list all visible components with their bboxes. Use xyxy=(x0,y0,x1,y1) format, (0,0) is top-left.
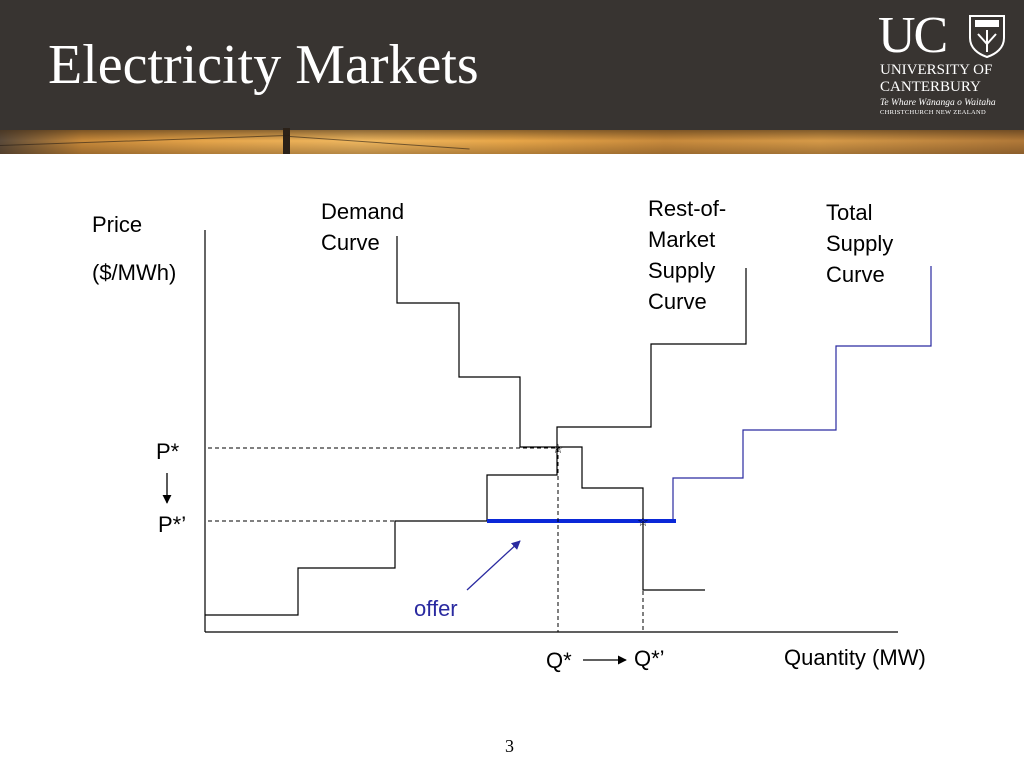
total-supply-curve-label: Curve xyxy=(826,262,885,287)
logo-text-line: Te Whare Wānanga o Waitaha xyxy=(880,98,996,108)
rest-supply-curve-label: Supply xyxy=(648,258,716,283)
total-supply-curve xyxy=(672,266,932,521)
university-logo: UC UNIVERSITY OF CANTERBURY Te Whare Wān… xyxy=(872,10,1012,120)
logo-text-line: CHRISTCHURCH NEW ZEALAND xyxy=(880,109,987,116)
header-bar xyxy=(0,0,1024,130)
logo-text-line: CANTERBURY xyxy=(880,79,981,95)
y-axis-label: Price xyxy=(92,212,143,237)
rest-supply-curve-label: Market xyxy=(648,227,716,252)
rest-supply-curve-label: Curve xyxy=(648,289,707,314)
p-star-prime-label: P*’ xyxy=(158,512,187,537)
demand-curve-label: Demand xyxy=(321,199,405,224)
total-supply-curve-label: Supply xyxy=(826,231,894,256)
q-star-label: Q* xyxy=(546,648,572,673)
slide-title: Electricity Markets xyxy=(48,34,479,96)
x-axis-label: Quantity (MW) xyxy=(784,645,926,670)
total-supply-curve-label: Total xyxy=(826,200,873,225)
new-equilibrium-star-icon: ☆ xyxy=(637,515,649,530)
rest-supply-curve-label: Rest-of- xyxy=(648,196,727,221)
offer-label: offer xyxy=(414,596,458,621)
power-pole-icon xyxy=(283,128,290,154)
page-number: 3 xyxy=(505,736,514,756)
logo-text-line: UNIVERSITY OF xyxy=(880,62,993,78)
rest-of-market-supply-curve xyxy=(205,268,747,616)
q-star-prime-label: Q*’ xyxy=(634,646,665,671)
equilibrium-star-icon: ☆ xyxy=(552,442,564,457)
y-axis-unit-label: ($/MWh) xyxy=(92,260,177,285)
banner-shading xyxy=(0,130,1024,154)
p-star-label: P* xyxy=(156,439,180,464)
logo-initials: UC xyxy=(878,7,948,64)
crest-icon xyxy=(969,15,1005,58)
demand-curve-label: Curve xyxy=(321,230,380,255)
offer-arrow-icon xyxy=(466,540,521,591)
